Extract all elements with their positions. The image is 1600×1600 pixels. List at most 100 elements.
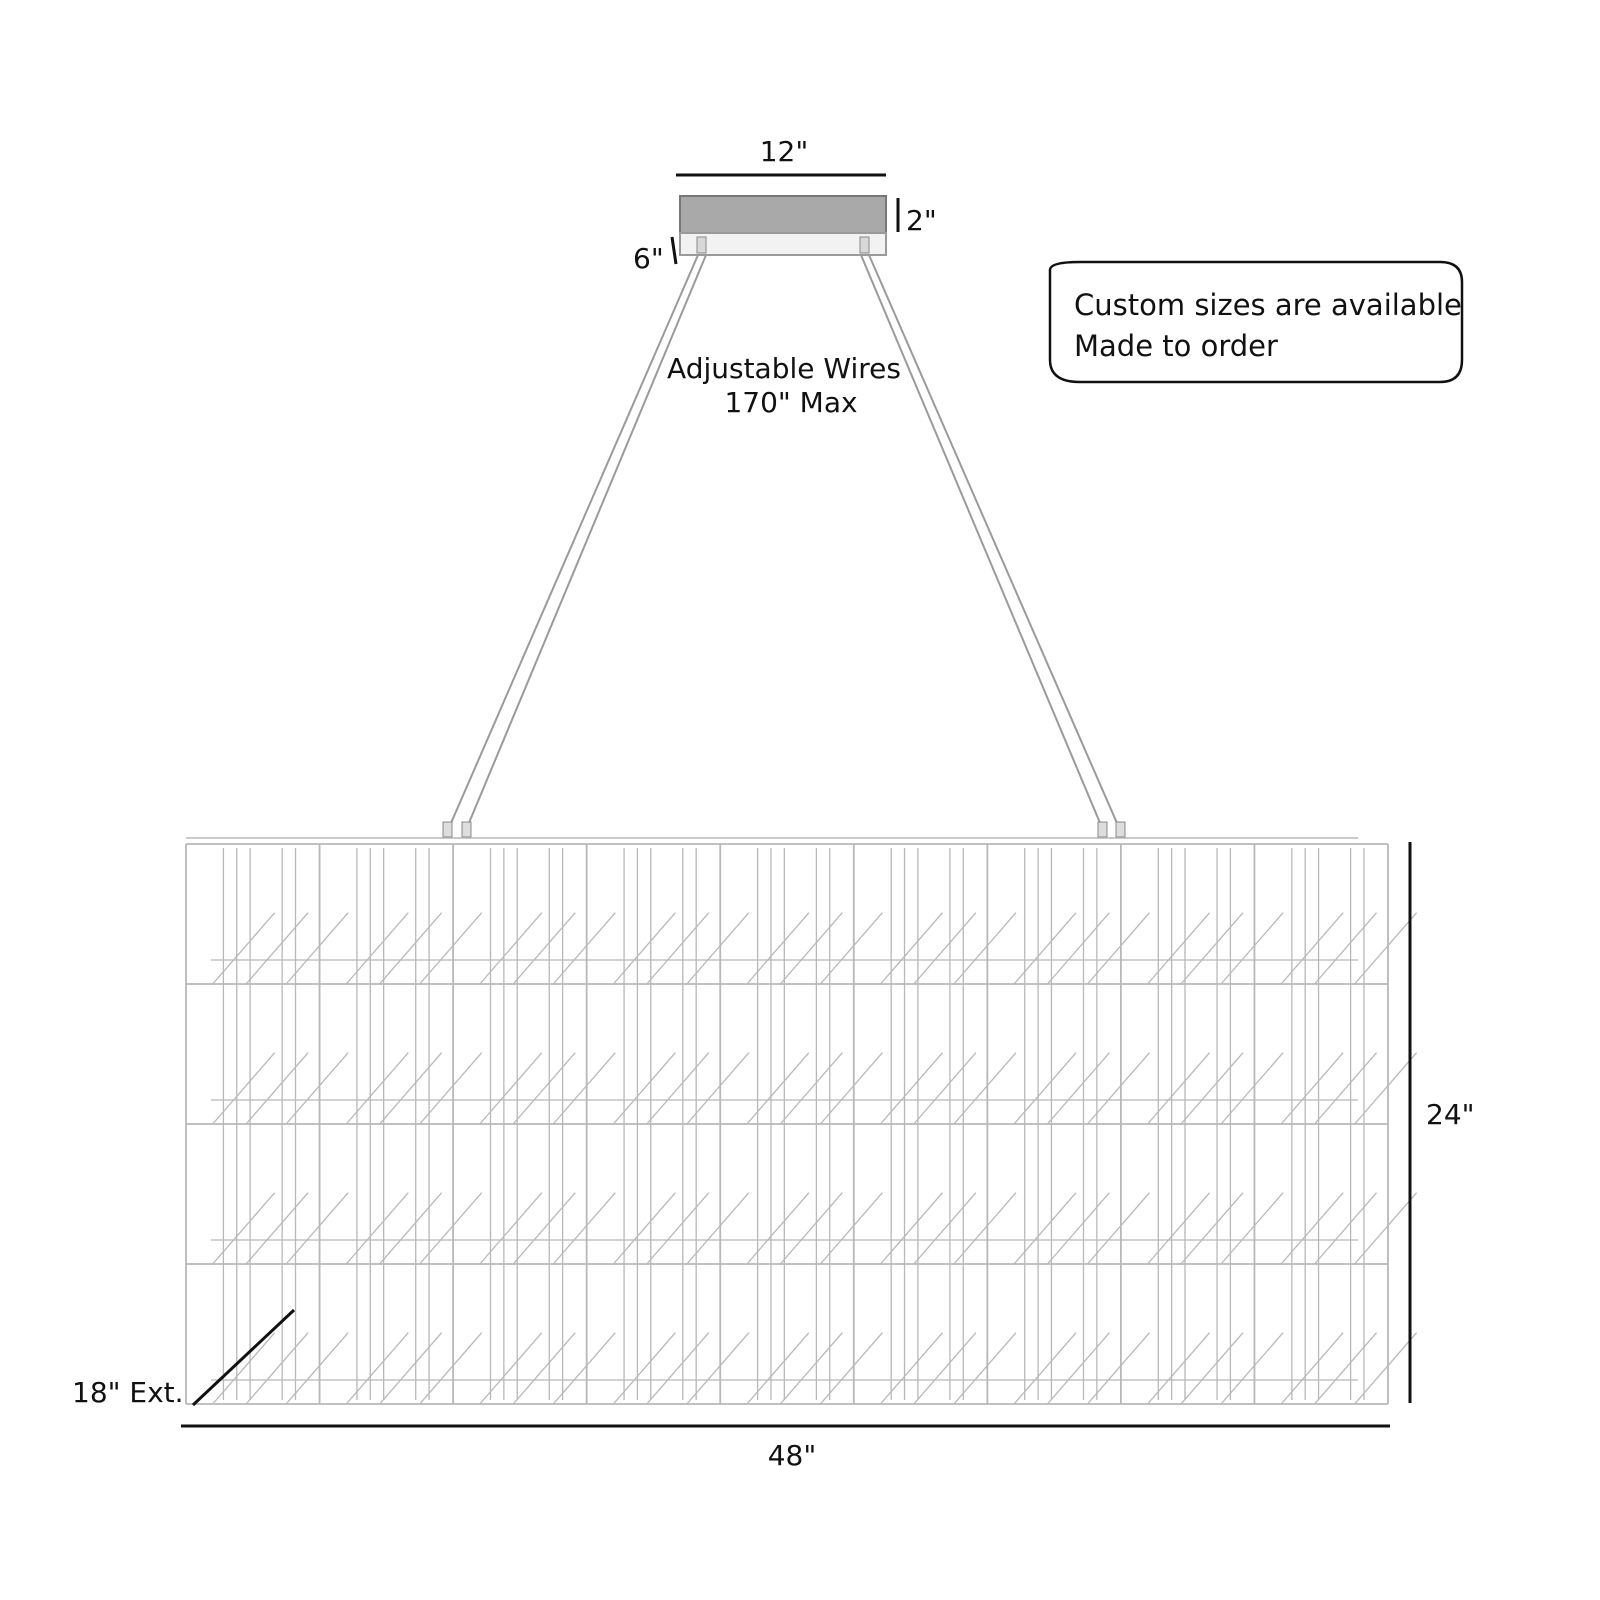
grid-depth-rung bbox=[819, 1052, 883, 1125]
canopy-bolt-right bbox=[859, 236, 870, 254]
grid-depth-rung bbox=[646, 1192, 710, 1265]
grid-depth-rung bbox=[419, 1052, 483, 1125]
grid-depth-rung bbox=[379, 1052, 443, 1125]
grid-depth-rung bbox=[285, 912, 349, 985]
grid-depth-rung bbox=[379, 1332, 443, 1405]
grid-depth-rung bbox=[1280, 1052, 1344, 1125]
grid-depth-rung bbox=[819, 912, 883, 985]
wire-left-b bbox=[465, 254, 707, 831]
grid-depth-rung bbox=[819, 1192, 883, 1265]
grid-depth-rung bbox=[1046, 1192, 1110, 1265]
grid-depth-rung bbox=[1147, 1332, 1211, 1405]
grid-depth-rung bbox=[686, 1332, 750, 1405]
grid-depth-rung bbox=[1147, 912, 1211, 985]
fixture-height-label: 24" bbox=[1426, 1098, 1475, 1131]
grid-depth-rung bbox=[1046, 1052, 1110, 1125]
grid-depth-rung bbox=[779, 1332, 843, 1405]
canopy-depth-dimension-line bbox=[670, 236, 678, 265]
grid-depth-rung bbox=[913, 1052, 977, 1125]
grid-depth-rung bbox=[379, 912, 443, 985]
grid-depth-rung bbox=[1046, 912, 1110, 985]
grid-depth-rung bbox=[612, 912, 676, 985]
wire-clip-right-b bbox=[1115, 821, 1126, 838]
grid-depth-rung bbox=[512, 1052, 576, 1125]
fixture-extension-label: 18" Ext. bbox=[72, 1376, 184, 1409]
grid-depth-rung bbox=[612, 1192, 676, 1265]
grid-depth-rung bbox=[552, 1192, 616, 1265]
grid-depth-rung bbox=[245, 1052, 309, 1125]
grid-depth-rung bbox=[1046, 1332, 1110, 1405]
grid-depth-rung bbox=[345, 1332, 409, 1405]
wires-max-label: 170" Max bbox=[724, 386, 857, 419]
grid-depth-rung bbox=[552, 1052, 616, 1125]
grid-depth-rung bbox=[1147, 1192, 1211, 1265]
wire-clip-right-a bbox=[1097, 821, 1108, 838]
grid-depth-rung bbox=[879, 912, 943, 985]
grid-depth-rung bbox=[1087, 1192, 1150, 1265]
grid-depth-rung bbox=[419, 912, 483, 985]
canopy-body bbox=[679, 195, 887, 234]
grid-depth-rung bbox=[212, 912, 276, 985]
grid-depth-rung bbox=[1280, 1192, 1344, 1265]
canopy-bolt-left bbox=[696, 236, 707, 254]
grid-depth-rung bbox=[1280, 912, 1344, 985]
grid-depth-rung bbox=[285, 1052, 349, 1125]
grid-depth-rung bbox=[1147, 1052, 1211, 1125]
grid-depth-rung bbox=[245, 1332, 309, 1405]
canopy-height-label: 2" bbox=[906, 204, 937, 237]
canopy-depth-label: 6" bbox=[633, 242, 664, 275]
grid-depth-rung bbox=[746, 1192, 810, 1265]
grid-depth-rung bbox=[1314, 1052, 1378, 1125]
grid-depth-rung bbox=[552, 1332, 616, 1405]
grid-depth-rung bbox=[1354, 912, 1418, 985]
suspension-wires bbox=[442, 254, 1126, 838]
grid-depth-rung bbox=[1280, 1332, 1344, 1405]
note-line-1: Custom sizes are available bbox=[1074, 288, 1462, 322]
grid-depth-rung bbox=[552, 912, 616, 985]
grid-depth-rung bbox=[779, 1192, 843, 1265]
grid-depth-rung bbox=[1180, 1052, 1244, 1125]
grid-depth-rung bbox=[479, 912, 543, 985]
grid-depth-rung bbox=[953, 1332, 1017, 1405]
grid-depth-rung bbox=[479, 1192, 543, 1265]
grid-depth-rung bbox=[953, 1052, 1017, 1125]
wires-label: Adjustable Wires bbox=[667, 352, 901, 385]
grid-depth-rung bbox=[345, 912, 409, 985]
grid-depth-rung bbox=[612, 1332, 676, 1405]
grid-depth-rung bbox=[512, 1332, 576, 1405]
grid-depth-rung bbox=[819, 1332, 883, 1405]
wire-left-a bbox=[447, 254, 699, 831]
grid-depth-rung bbox=[1220, 1192, 1284, 1265]
grid-depth-rung bbox=[419, 1192, 483, 1265]
grid-depth-rung bbox=[686, 912, 750, 985]
grid-depth-rung bbox=[479, 1052, 543, 1125]
grid-depth-rung bbox=[1220, 912, 1284, 985]
grid-depth-rung bbox=[779, 1052, 843, 1125]
grid-depth-rung bbox=[1087, 1052, 1150, 1125]
grid-depth-rung bbox=[1087, 1332, 1150, 1405]
wire-clip-left-a bbox=[442, 821, 453, 838]
grid-depth-rung bbox=[953, 1192, 1017, 1265]
grid-depth-rung bbox=[1180, 1332, 1244, 1405]
grid-depth-rung bbox=[879, 1052, 943, 1125]
grid-depth-rung bbox=[419, 1332, 483, 1405]
grid-depth-rung bbox=[1314, 912, 1378, 985]
canopy-width-label: 12" bbox=[760, 135, 809, 168]
grid-depth-rung bbox=[686, 1052, 750, 1125]
grid-depth-rung bbox=[285, 1332, 349, 1405]
wire-right-b bbox=[868, 254, 1121, 831]
grid-depth-rung bbox=[1013, 912, 1077, 985]
grid-depth-rung bbox=[746, 1052, 810, 1125]
grid-depth-rung bbox=[1180, 912, 1244, 985]
grid-depth-rung bbox=[212, 1332, 276, 1405]
grid-depth-rung bbox=[212, 1052, 276, 1125]
grid-depth-rung bbox=[913, 912, 977, 985]
grid-depth-rung bbox=[1013, 1192, 1077, 1265]
grid-depth-rung bbox=[479, 1332, 543, 1405]
grid-depth-rung bbox=[1180, 1192, 1244, 1265]
grid-depth-rung bbox=[1220, 1052, 1284, 1125]
grid-depth-rung bbox=[285, 1192, 349, 1265]
grid-depth-rung bbox=[913, 1192, 977, 1265]
